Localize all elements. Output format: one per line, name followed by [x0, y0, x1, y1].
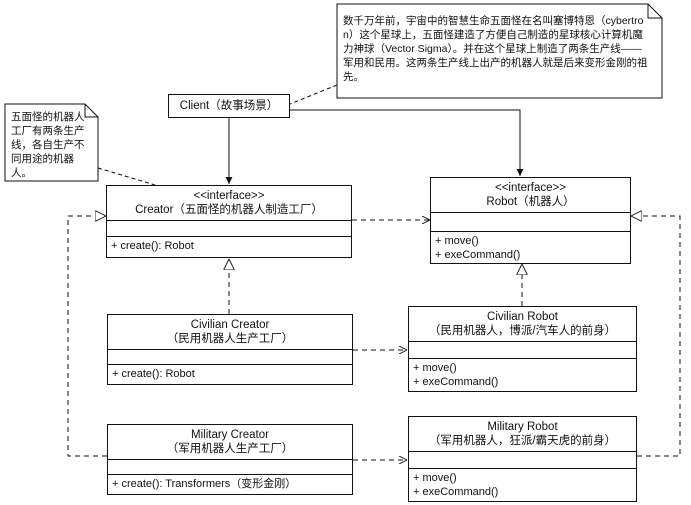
client-title: Client（故事场景）: [179, 100, 279, 112]
robot-interface[interactable]: <<interface>> Robot（机器人） + move() + exeC…: [430, 177, 631, 264]
creator-attributes: [107, 220, 351, 236]
military-creator-subtitle: （军用机器人生产工厂）: [166, 443, 294, 455]
creator-name: Creator（五面怪的机器人制造工厂）: [135, 204, 323, 216]
client-to-robot-association: [290, 109, 524, 176]
robot-name: Robot（机器人）: [486, 196, 575, 208]
civilian-robot-methods: + move() + exeCommand(): [409, 358, 636, 391]
military-creator-methods: + create(): Transformers（变形金刚）: [108, 474, 352, 493]
robot-stereotype: <<interface>>: [495, 182, 566, 194]
military-robot-subtitle: （军用机器人，狂派/霸天虎的前身）: [428, 435, 617, 447]
civilian-creator-attributes: [108, 349, 352, 364]
story-note-anchor: [289, 84, 338, 105]
factory-note-anchor: [97, 167, 156, 186]
military-robot-methods: + move() + exeCommand(): [409, 468, 636, 501]
civilian-robot-method: + exeCommand(): [413, 376, 499, 388]
civilian-robot-subtitle: （民用机器人，博派/汽车人的前身）: [428, 325, 617, 337]
military-robot-method: + exeCommand(): [413, 486, 499, 498]
civilian-robot-attributes: [409, 341, 636, 358]
creator-method: + create(): Robot: [111, 240, 194, 252]
military-robot-realization: [631, 216, 681, 457]
civilian-robot-method: + move(): [413, 362, 457, 374]
civilian-creator-class[interactable]: Civilian Creator （民用机器人生产工厂） + create():…: [107, 314, 353, 385]
military-creator-class[interactable]: Military Creator （军用机器人生产工厂） + create():…: [107, 424, 353, 495]
client-class[interactable]: Client（故事场景）: [168, 94, 290, 118]
civilian-creator-subtitle: （民用机器人生产工厂）: [166, 333, 294, 345]
civilian-robot-name: Civilian Robot: [487, 311, 558, 323]
military-creator-name: Military Creator: [191, 429, 269, 441]
military-creator-realization: [67, 216, 107, 457]
military-robot-method: + move(): [413, 472, 457, 484]
creator-methods: + create(): Robot: [107, 236, 351, 255]
military-creator-attributes: [108, 459, 352, 474]
factory-note: 五面怪的机器人工厂有两条生产线，各自生产不同用途的机器人。: [11, 111, 85, 179]
factory-note-shape: [4, 103, 99, 182]
military-creator-method: + create(): Transformers（变形金刚）: [112, 478, 297, 490]
military-robot-name: Military Robot: [487, 421, 558, 433]
civilian-creator-name: Civilian Creator: [190, 319, 270, 331]
civilian-creator-method: + create(): Robot: [112, 368, 195, 380]
story-note-shape: [336, 3, 663, 99]
robot-method: + exeCommand(): [435, 249, 521, 261]
civilian-robot-class[interactable]: Civilian Robot （民用机器人，博派/汽车人的前身） + move(…: [408, 306, 637, 392]
robot-methods: + move() + exeCommand(): [431, 231, 630, 264]
creator-stereotype: <<interface>>: [193, 190, 265, 202]
military-robot-class[interactable]: Military Robot （军用机器人，狂派/霸天虎的前身） + move(…: [408, 416, 637, 502]
creator-interface[interactable]: <<interface>> Creator（五面怪的机器人制造工厂） + cre…: [106, 185, 352, 258]
civilian-creator-methods: + create(): Robot: [108, 364, 352, 383]
military-robot-attributes: [409, 451, 636, 468]
story-note: 数千万年前，宇宙中的智慧生命五面怪在名叫塞博特恩（cybertron）这个星球上…: [343, 15, 648, 83]
robot-method: + move(): [435, 235, 479, 247]
robot-attributes: [431, 212, 630, 231]
